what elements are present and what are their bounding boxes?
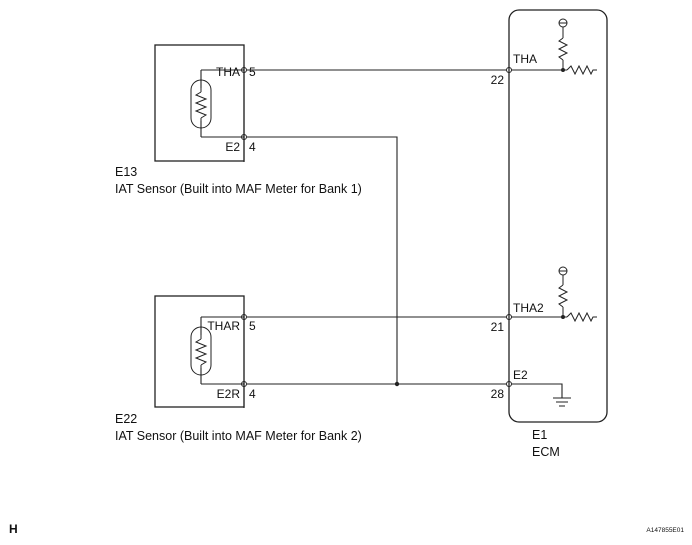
sensor-e13-signal-name: THA [216, 65, 240, 79]
input-resistor-icon [566, 311, 597, 323]
sensor-e13-ground-name: E2 [225, 140, 240, 154]
junction-dot [394, 381, 400, 387]
pullup-resistor-icon [557, 266, 569, 317]
harness-wires [241, 67, 506, 387]
ecm-block: 22 THA 21 THA2 28 E2 [491, 9, 608, 423]
sensor-e13-id: E13 [115, 165, 137, 179]
sensor-e22-description: IAT Sensor (Built into MAF Meter for Ban… [115, 429, 362, 443]
sensor-e13-ground-number: 4 [249, 140, 256, 154]
ecm-pin-21-number: 21 [491, 320, 505, 334]
ecm-pin-22-number: 22 [491, 73, 505, 87]
sensor-e22-signal-name: THAR [207, 319, 240, 333]
wire-e2-bank1 [247, 136, 398, 384]
ecm-pin-21-name: THA2 [513, 301, 544, 315]
ecm-pin-28-number: 28 [491, 387, 505, 401]
ecm-pin-28-name: E2 [513, 368, 528, 382]
sensor-e13-description: IAT Sensor (Built into MAF Meter for Ban… [115, 182, 362, 196]
sensor-e13-signal-number: 5 [249, 65, 256, 79]
figure-code: A147855E01 [646, 527, 684, 534]
sensor-e22: THAR 5 E2R 4 [154, 295, 256, 408]
sensor-e22-id: E22 [115, 412, 137, 426]
sensor-e22-signal-number: 5 [249, 319, 256, 333]
ecm-connector-id: E1 [532, 428, 547, 442]
sensor-e22-ground-name: E2R [217, 387, 241, 401]
input-resistor-icon [566, 64, 597, 76]
sensor-e13: THA 5 E2 4 [154, 44, 256, 162]
ecm-pin-22-name: THA [513, 52, 537, 66]
pullup-resistor-icon [557, 18, 569, 70]
ecm-housing [508, 9, 608, 423]
ground-icon [553, 397, 571, 407]
sensor-e22-ground-number: 4 [249, 387, 256, 401]
ecm-name: ECM [532, 445, 560, 459]
footer-left-mark: H [9, 522, 18, 536]
